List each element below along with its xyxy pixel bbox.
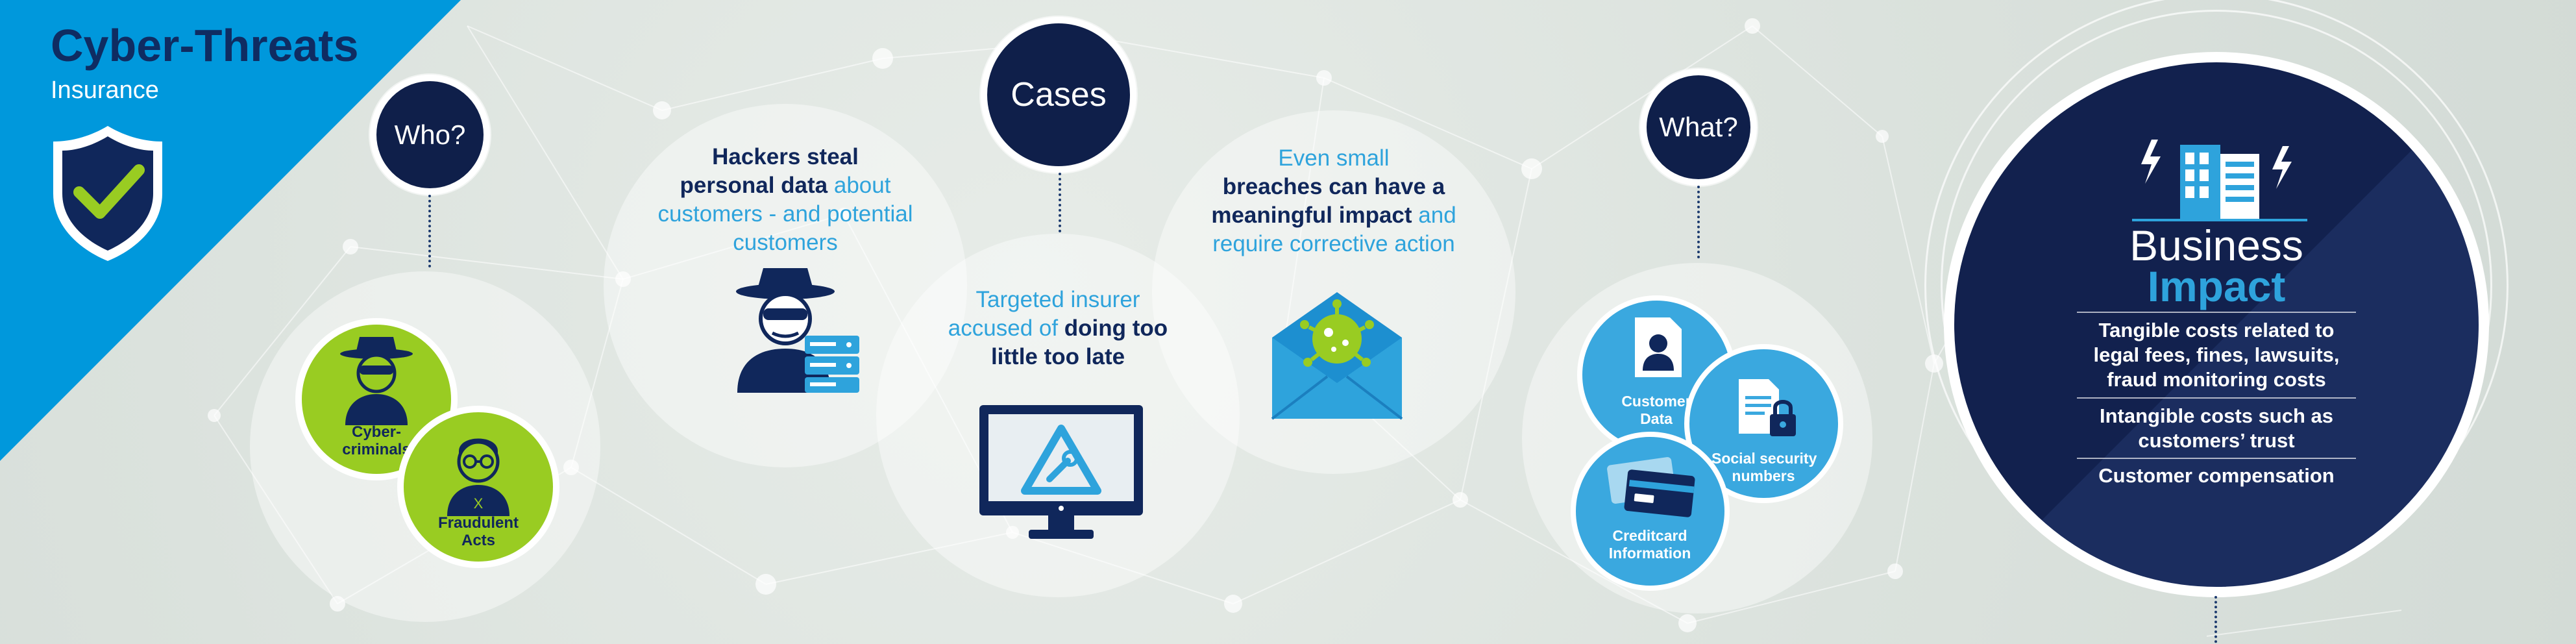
impact-item-tangible-line-1: Tangible costs related to: [2098, 319, 2335, 341]
case1-part-4: customers: [733, 230, 838, 255]
creditcard-line-1: Creditcard: [1612, 527, 1687, 544]
what-label: What?: [1659, 112, 1738, 142]
social-security-label: Social security numbers: [1711, 450, 1817, 485]
impact-divider-2: [2077, 397, 2356, 399]
cases-connector: [1059, 173, 1061, 232]
impact-item-tangible-line-3: fraud monitoring costs: [2107, 368, 2326, 391]
credit-cards-icon: [1607, 457, 1695, 517]
case3-part-0: Even small: [1278, 145, 1390, 171]
impact-divider-3: [2077, 458, 2356, 459]
cybercriminals-label: Cyber- criminals: [328, 423, 425, 458]
monitor-warning-icon: [979, 405, 1143, 539]
case2-part-1: accused of: [948, 316, 1064, 341]
case2-part-2: doing too: [1064, 316, 1168, 341]
creditcard-line-2: Information: [1608, 545, 1691, 562]
creditcard-circle: [1571, 432, 1730, 591]
impact-item-tangible: Tangible costs related to legal fees, fi…: [2077, 318, 2356, 392]
fraudulent-acts-circle: [397, 406, 559, 568]
social-security-line-2: numbers: [1732, 467, 1795, 484]
customer-data-label: Customer Data: [1611, 393, 1702, 428]
impact-connector: [2214, 596, 2217, 644]
who-connector: [428, 195, 431, 267]
fraudulent-acts-label: Fraudulent Acts: [430, 514, 527, 549]
fraudulent-acts-line-2: Acts: [461, 532, 496, 549]
business-impact-title-line-1: Business: [2129, 221, 2303, 269]
virus-envelope-icon: [1271, 292, 1403, 420]
business-impact-title-line-2: Impact: [2147, 262, 2286, 310]
person-card-icon: [1635, 317, 1682, 377]
building-lightning-icon: [2132, 140, 2307, 221]
creditcard-label: Creditcard Information: [1604, 527, 1695, 562]
case2-part-3: little too late: [990, 344, 1125, 369]
case1-part-3: customers - and potential: [657, 201, 913, 227]
cybercriminals-line-1: Cyber-: [351, 423, 402, 441]
page-subtitle: Insurance: [51, 77, 159, 104]
impact-item-intangible-line-2: customers’ trust: [2138, 429, 2295, 452]
document-lock-icon: [1739, 379, 1796, 436]
server-icon: [805, 336, 859, 393]
cybercriminals-line-2: criminals: [342, 441, 411, 458]
shield-check-icon: [53, 126, 162, 261]
case2-part-0: Targeted insurer: [975, 287, 1140, 312]
criminal-face-icon: [340, 337, 413, 425]
impact-divider-1: [2077, 312, 2356, 313]
what-connector: [1697, 186, 1700, 258]
case2-text: Targeted insurer accused of doing too li…: [909, 286, 1207, 371]
case3-part-4: require corrective action: [1212, 231, 1455, 256]
fraudulent-acts-line-1: Fraudulent: [438, 514, 519, 532]
customer-data-line-1: Customer: [1621, 393, 1691, 410]
impact-item-compensation: Customer compensation: [2077, 464, 2356, 488]
customer-data-line-2: Data: [1640, 410, 1673, 427]
impact-item-intangible-line-1: Intangible costs such as: [2099, 404, 2334, 427]
case1-part-2: about: [828, 173, 891, 198]
social-security-line-1: Social security: [1711, 450, 1817, 467]
case3-part-2: meaningful impact: [1211, 203, 1412, 228]
business-impact-title: Business Impact: [2087, 221, 2346, 310]
header-triangle: [0, 0, 461, 461]
who-label: Who?: [394, 119, 466, 150]
page-title: Cyber-Threats: [51, 20, 359, 71]
impact-item-intangible: Intangible costs such as customers’ trus…: [2077, 404, 2356, 453]
case1-part-0: Hackers steal: [712, 144, 859, 169]
case1-text: Hackers steal personal data about custom…: [623, 143, 948, 257]
case1-part-1: personal data: [680, 173, 828, 198]
who-bubble: Who?: [370, 75, 490, 195]
impact-item-compensation-line-1: Customer compensation: [2098, 464, 2335, 487]
case3-part-1: breaches can have a: [1222, 174, 1445, 199]
impact-item-tangible-line-2: legal fees, fines, lawsuits,: [2093, 343, 2340, 366]
svg-text:X: X: [474, 495, 484, 512]
cases-label: Cases: [1011, 76, 1107, 114]
fraud-face-icon: X: [447, 438, 509, 516]
case3-text: Even small breaches can have a meaningfu…: [1175, 144, 1493, 258]
hacker-icon: [736, 268, 859, 393]
what-bubble: What?: [1640, 69, 1757, 186]
case3-part-3: and: [1412, 203, 1456, 228]
cases-bubble: Cases: [981, 17, 1136, 173]
